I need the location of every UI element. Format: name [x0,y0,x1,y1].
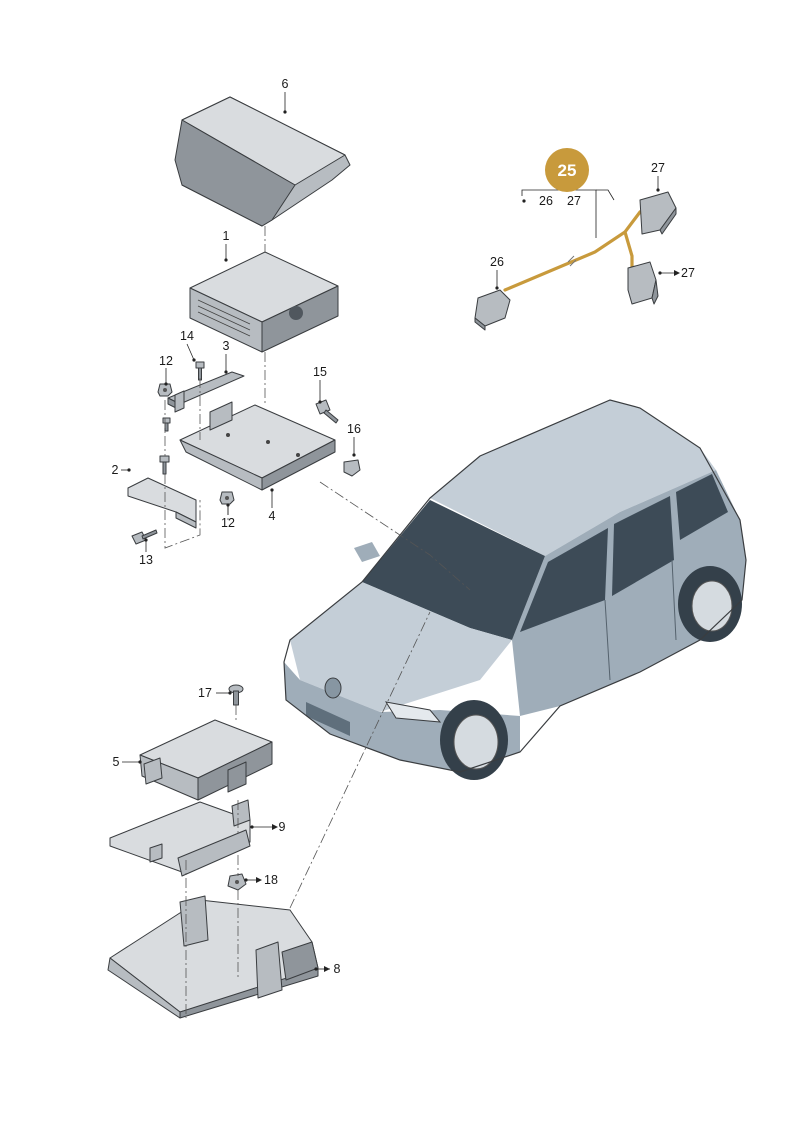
label-part-1[interactable]: 1 [223,229,230,243]
label-part-14[interactable]: 14 [180,329,194,343]
group-ref-27: 27 [567,194,581,208]
label-part-4[interactable]: 4 [269,509,276,523]
part-1-unit[interactable] [189,251,339,353]
part-17-screw[interactable] [228,684,244,706]
part-3-bracket[interactable] [167,371,245,413]
part-5-module[interactable] [139,719,273,801]
part-6-cover[interactable] [174,96,351,227]
part-26-connector[interactable] [474,289,511,331]
part-9-bracket[interactable] [109,799,251,877]
part-13-screw[interactable] [131,529,158,545]
part-labels: 6 1 3 14 12 15 16 2 4 12 13 17 5 9 18 8 … [112,77,695,976]
label-part-15[interactable]: 15 [313,365,327,379]
group-badge-25: 25 [545,148,589,192]
label-part-27-upper[interactable]: 27 [651,161,665,175]
badge-number: 25 [558,161,577,180]
part-screw-left[interactable] [159,455,170,475]
arrowheads [256,270,680,972]
label-part-26[interactable]: 26 [490,255,504,269]
label-part-12-upper[interactable]: 12 [159,354,173,368]
label-part-8[interactable]: 8 [334,962,341,976]
label-part-12-lower[interactable]: 12 [221,516,235,530]
part-8-tray[interactable] [107,895,319,1019]
part-12-nut-lower[interactable] [219,491,235,505]
label-part-3[interactable]: 3 [223,339,230,353]
label-part-2[interactable]: 2 [112,463,119,477]
part-18-nut[interactable] [227,873,247,891]
part-14-screw[interactable] [195,361,205,381]
part-2-bracket[interactable] [127,477,197,529]
part-16-clip[interactable] [343,459,361,477]
leader-lines [121,92,678,971]
vehicle-illustration [283,399,747,780]
label-part-13[interactable]: 13 [139,553,153,567]
part-4-tray[interactable] [179,401,336,491]
label-part-27-lower[interactable]: 27 [681,266,695,280]
part-27-connector-lower[interactable] [627,261,659,305]
group-25-harness[interactable] [503,210,642,292]
label-part-17[interactable]: 17 [198,686,212,700]
label-part-6[interactable]: 6 [282,77,289,91]
part-15-screw[interactable] [315,399,339,424]
part-12-nut-upper[interactable] [157,383,173,397]
badge-circle [545,148,589,192]
part-27-connector-upper[interactable] [639,191,677,235]
label-part-18[interactable]: 18 [264,873,278,887]
group-ref-26: 26 [539,194,553,208]
label-part-5[interactable]: 5 [113,755,120,769]
part-screw-small[interactable] [162,417,171,432]
label-part-16[interactable]: 16 [347,422,361,436]
label-part-9[interactable]: 9 [279,820,286,834]
